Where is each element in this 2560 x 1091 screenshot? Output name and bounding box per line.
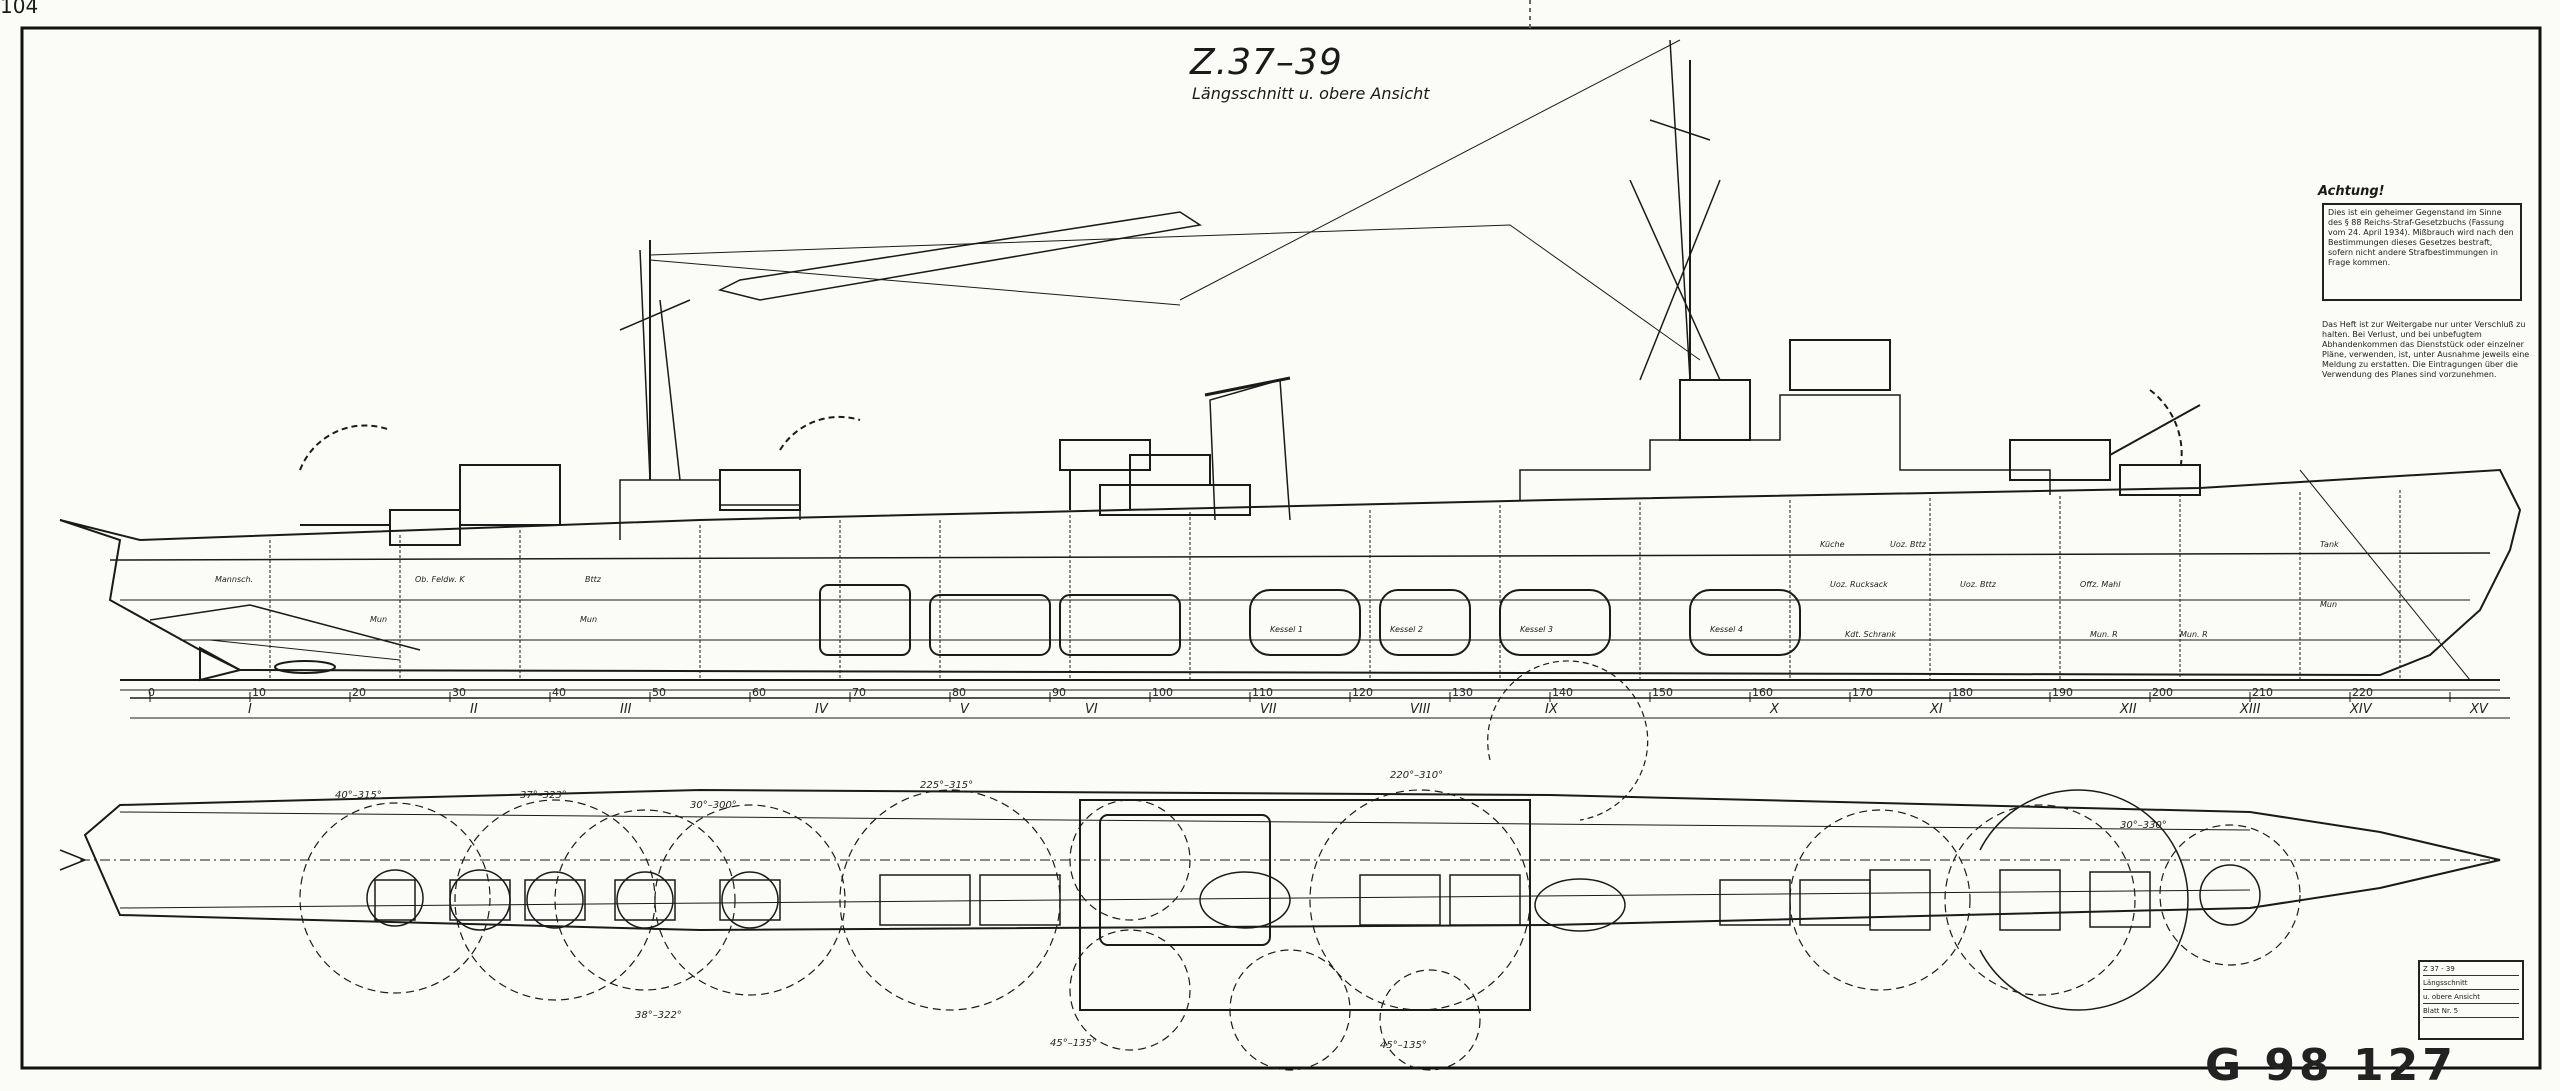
profile-view [59, 39, 2522, 691]
room-label: Bttz [585, 575, 601, 584]
frame-tick: 160 [1752, 686, 1773, 699]
room-label: Kessel 4 [1710, 625, 1743, 634]
frame-tick: 90 [1052, 686, 1066, 699]
section-numeral: XI [1930, 702, 1943, 717]
section-numeral: XV [2470, 702, 2488, 717]
frame-tick: 200 [2152, 686, 2173, 699]
room-label: Mun. R [2180, 630, 2208, 639]
room-label: Mun [580, 615, 598, 624]
frame-tick: 180 [1952, 686, 1973, 699]
room-label: Uoz. Bttz [1960, 580, 1996, 589]
arc-of-fire-label: 45°–135° [1050, 1038, 1097, 1049]
title-block-line: Blatt Nr. 5 [2423, 1007, 2519, 1018]
frame-tick: 110 [1252, 686, 1273, 699]
title-block-line: Z 37 - 39 [2423, 965, 2519, 976]
plan-view [59, 660, 2501, 1071]
section-numeral: VII [1260, 702, 1277, 717]
frame-tick: 140 [1552, 686, 1573, 699]
room-label: Uoz. Rucksack [1830, 580, 1888, 589]
section-numeral: III [620, 702, 632, 717]
section-numeral: I [248, 702, 252, 717]
note-heading: Achtung! [2318, 184, 2385, 199]
room-label: Kdt. Schrank [1845, 630, 1896, 639]
section-numeral: VI [1085, 702, 1098, 717]
secrecy-note-box: Dies ist ein geheimer Gegenstand im Sinn… [2322, 203, 2522, 301]
room-label: Offz. Mahl [2080, 580, 2121, 589]
drawing-border [20, 26, 2542, 1070]
room-label: Uoz. Bttz [1890, 540, 1926, 549]
frame-tick: 60 [752, 686, 766, 699]
frame-tick: 150 [1652, 686, 1673, 699]
section-numeral: XIV [2350, 702, 2372, 717]
section-numeral: II [470, 702, 478, 717]
frame-tick-marks [149, 692, 2451, 702]
drawing-subtitle: Längsschnitt u. obere Ansicht [1192, 84, 1430, 103]
frame-tick: 210 [2252, 686, 2273, 699]
handling-note-text: Das Heft ist zur Weitergabe nur unter Ve… [2322, 320, 2530, 379]
arc-of-fire-label: 30°–300° [690, 800, 737, 811]
room-label: Küche [1820, 540, 1845, 549]
arc-of-fire-label: 37°–323° [520, 790, 567, 801]
title-block: Z 37 - 39 Längsschnitt u. obere Ansicht … [2418, 960, 2524, 1040]
title-block-line: Längsschnitt [2423, 979, 2519, 990]
arc-of-fire-label: 220°–310° [1390, 770, 1444, 781]
arc-of-fire-label: 225°–315° [920, 780, 974, 791]
frame-tick: 220 [2352, 686, 2373, 699]
frame-tick: 170 [1852, 686, 1873, 699]
hull-plan [83, 788, 2501, 932]
page-number: 104 [0, 0, 39, 18]
frame-tick: 10 [252, 686, 266, 699]
room-label: Mun [2320, 600, 2338, 609]
frame-tick: 70 [852, 686, 866, 699]
room-label: Mun [370, 615, 388, 624]
title-block-line: u. obere Ansicht [2423, 993, 2519, 1004]
section-numeral: XII [2120, 702, 2137, 717]
drawing-title: Z.37–39 [1190, 42, 1343, 83]
frame-tick: 120 [1352, 686, 1373, 699]
room-label: Kessel 1 [1270, 625, 1303, 634]
frame-scale [130, 697, 2510, 719]
frame-tick: 30 [452, 686, 466, 699]
frame-tick: 80 [952, 686, 966, 699]
drawing-number-stamp: G 98 127 [2205, 1040, 2457, 1091]
frame-tick: 40 [552, 686, 566, 699]
section-numeral: X [1770, 702, 1779, 717]
frame-tick: 20 [352, 686, 366, 699]
frame-tick: 190 [2052, 686, 2073, 699]
section-numeral: VIII [1410, 702, 1431, 717]
hull-profile [59, 468, 2522, 677]
arc-of-fire-label: 40°–315° [335, 790, 382, 801]
room-label: Tank [2320, 540, 2339, 549]
section-numeral: IX [1545, 702, 1558, 717]
arc-of-fire-label: 38°–322° [635, 1010, 682, 1021]
room-label: Ob. Feldw. K [415, 575, 465, 584]
section-numeral: XIII [2240, 702, 2261, 717]
room-label: Kessel 2 [1390, 625, 1423, 634]
frame-tick: 100 [1152, 686, 1173, 699]
room-label: Mun. R [2090, 630, 2118, 639]
frame-tick: 0 [148, 686, 155, 699]
room-label: Mannsch. [215, 575, 254, 584]
room-label: Kessel 3 [1520, 625, 1553, 634]
frame-tick: 130 [1452, 686, 1473, 699]
arc-of-fire-label: 30°–330° [2120, 820, 2167, 831]
frame-tick: 50 [652, 686, 666, 699]
arc-of-fire-label: 45°–135° [1380, 1040, 1427, 1051]
section-numeral: IV [815, 702, 828, 717]
section-numeral: V [960, 702, 969, 717]
